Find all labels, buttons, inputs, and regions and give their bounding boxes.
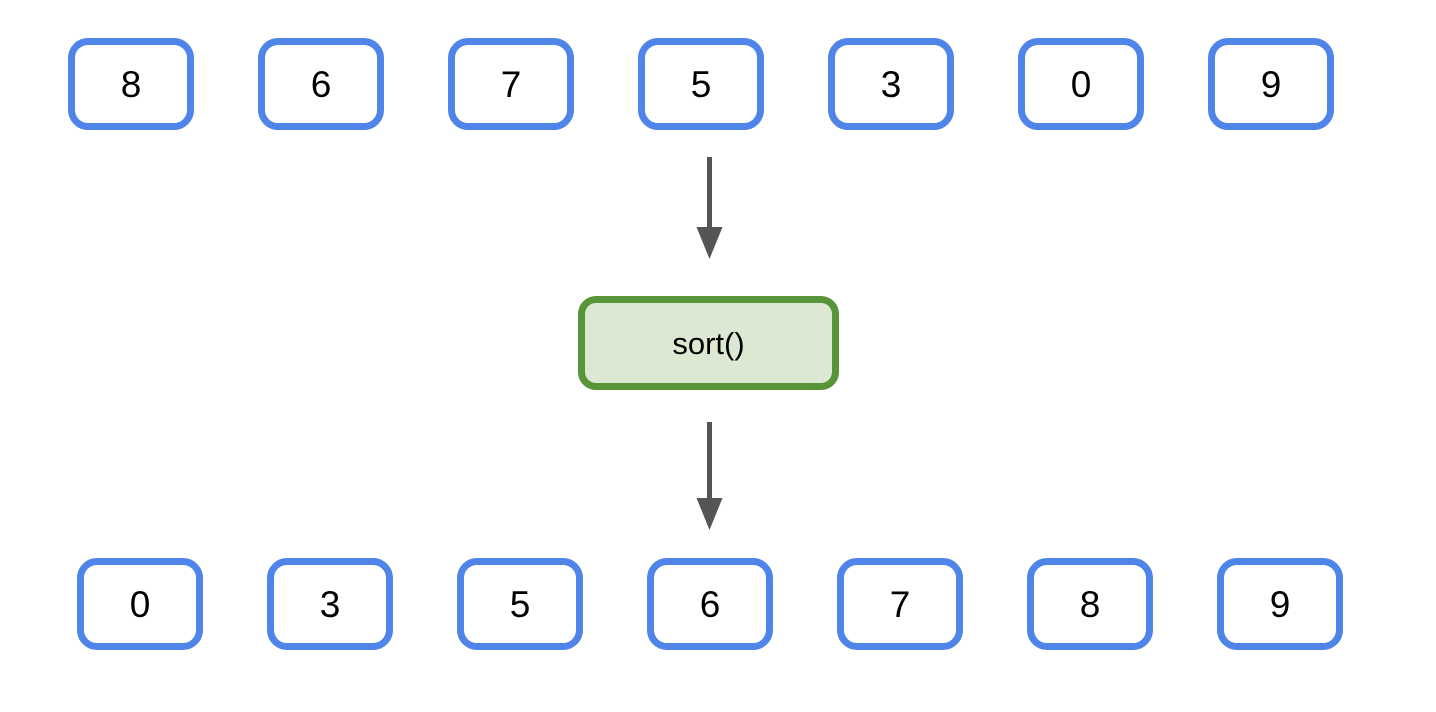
output-array-cell-1[interactable]: 3 (267, 558, 393, 650)
output-array-cell-value: 5 (509, 583, 531, 625)
input-array-cell-value: 3 (880, 63, 902, 105)
output-array-cell-6[interactable]: 9 (1217, 558, 1343, 650)
input-array-cell-value: 8 (120, 63, 142, 105)
input-array-cell-1[interactable]: 6 (258, 38, 384, 130)
sort-operation-label: sort() (672, 325, 745, 361)
input-array-cell-6[interactable]: 9 (1208, 38, 1334, 130)
output-array-cell-value: 3 (319, 583, 341, 625)
output-array-cell-value: 8 (1079, 583, 1101, 625)
output-array-cell-5[interactable]: 8 (1027, 558, 1153, 650)
output-array-cell-2[interactable]: 5 (457, 558, 583, 650)
output-array-cell-0[interactable]: 0 (77, 558, 203, 650)
arrow-sort-to-output-icon (680, 420, 740, 535)
output-array-cell-4[interactable]: 7 (837, 558, 963, 650)
input-array-cell-value: 6 (310, 63, 332, 105)
input-array-cell-2[interactable]: 7 (448, 38, 574, 130)
arrow-input-to-sort-icon (680, 155, 740, 263)
output-array-cell-3[interactable]: 6 (647, 558, 773, 650)
input-array-cell-value: 7 (500, 63, 522, 105)
output-array-cell-value: 9 (1269, 583, 1291, 625)
input-array-cell-value: 0 (1070, 63, 1092, 105)
input-array-cell-3[interactable]: 5 (638, 38, 764, 130)
output-array-cell-value: 0 (129, 583, 151, 625)
input-array-cell-0[interactable]: 8 (68, 38, 194, 130)
output-array-row: 0 3 5 6 7 8 9 (77, 558, 1343, 650)
sort-operation-node[interactable]: sort() (578, 296, 839, 390)
input-array-cell-value: 9 (1260, 63, 1282, 105)
input-array-cell-4[interactable]: 3 (828, 38, 954, 130)
input-array-cell-5[interactable]: 0 (1018, 38, 1144, 130)
input-array-row: 8 6 7 5 3 0 9 (68, 38, 1334, 130)
output-array-cell-value: 7 (889, 583, 911, 625)
output-array-cell-value: 6 (699, 583, 721, 625)
input-array-cell-value: 5 (690, 63, 712, 105)
